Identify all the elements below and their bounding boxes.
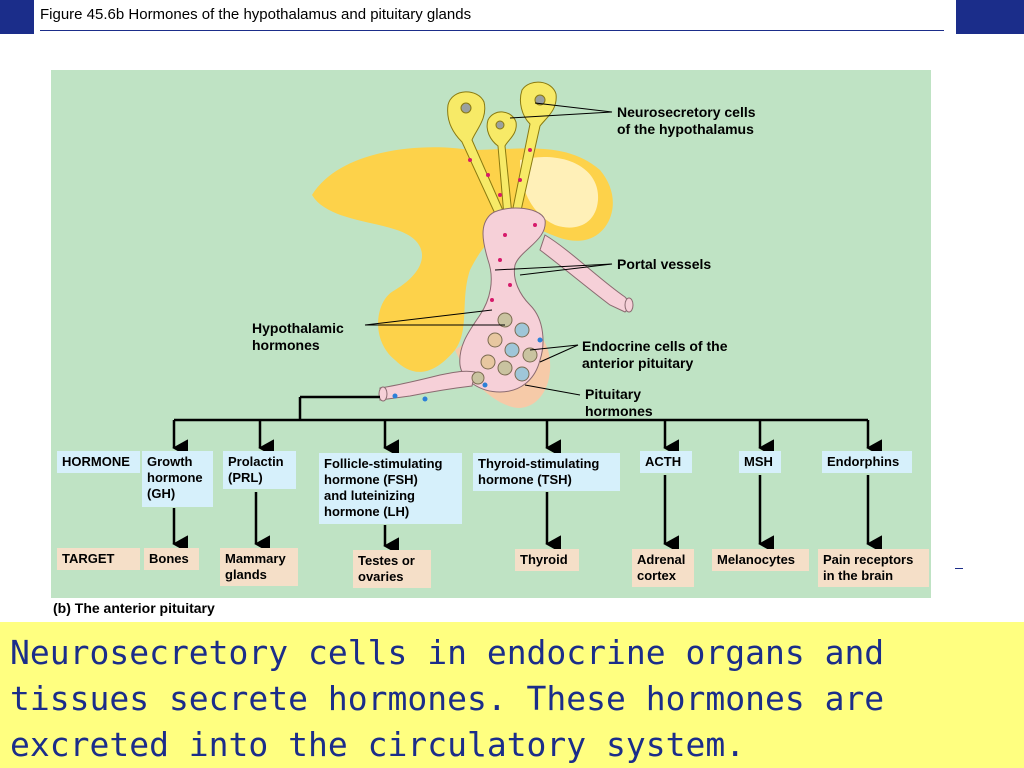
hormone-arrows — [172, 420, 882, 457]
body-text: Neurosecretory cells in endocrine organs… — [10, 633, 885, 764]
target-box-melanocytes: Melanocytes — [712, 549, 809, 571]
hormone-box-gh: Growth hormone (GH) — [142, 451, 213, 507]
hormone-box-prl: Prolactin (PRL) — [223, 451, 296, 489]
hormone-box-tsh: Thyroid-stimulating hormone (TSH) — [473, 453, 620, 491]
hormone-box-endorphins: Endorphins — [822, 451, 912, 473]
title-divider — [40, 30, 944, 31]
portal-vessels-shape — [378, 207, 634, 402]
hypothalamus-shape — [312, 147, 613, 372]
row-label-hormone: HORMONE — [57, 451, 140, 473]
target-box-mammary-glands: Mammary glands — [220, 548, 298, 586]
corner-block-left — [0, 0, 34, 34]
target-box-thyroid: Thyroid — [515, 549, 579, 571]
corner-block-right — [956, 0, 1024, 34]
text-highlight-box: Neurosecretory cells in endocrine organs… — [0, 622, 1024, 768]
hormone-box-acth: ACTH — [640, 451, 692, 473]
label-hypothalamic-hormones: Hypothalamic hormones — [252, 320, 344, 353]
hormone-dots — [392, 148, 543, 402]
small-dash — [955, 568, 963, 569]
label-neurosecretory-cells: Neurosecretory cells of the hypothalamus — [617, 104, 756, 137]
target-box-adrenal-cortex: Adrenal cortex — [632, 549, 694, 587]
target-arrows — [172, 475, 882, 555]
hormone-box-fsh-lh: Follicle-stimulating hormone (FSH) and l… — [319, 453, 462, 524]
target-box-pain-receptors: Pain receptors in the brain — [818, 549, 929, 587]
target-box-bones: Bones — [144, 548, 199, 570]
label-pituitary-hormones: Pituitary hormones — [585, 386, 653, 419]
distribution-bracket — [174, 395, 868, 422]
slide-title: Figure 45.6b Hormones of the hypothalamu… — [40, 6, 472, 23]
label-endocrine-cells: Endocrine cells of the anterior pituitar… — [582, 338, 728, 371]
endocrine-cells-shape — [471, 312, 538, 385]
leader-lines — [364, 102, 613, 396]
label-portal-vessels: Portal vessels — [617, 256, 712, 272]
hormone-box-msh: MSH — [739, 451, 781, 473]
target-box-testes-ovaries: Testes or ovaries — [353, 550, 431, 588]
figure-caption: (b) The anterior pituitary — [53, 600, 215, 616]
row-label-target: TARGET — [57, 548, 140, 570]
